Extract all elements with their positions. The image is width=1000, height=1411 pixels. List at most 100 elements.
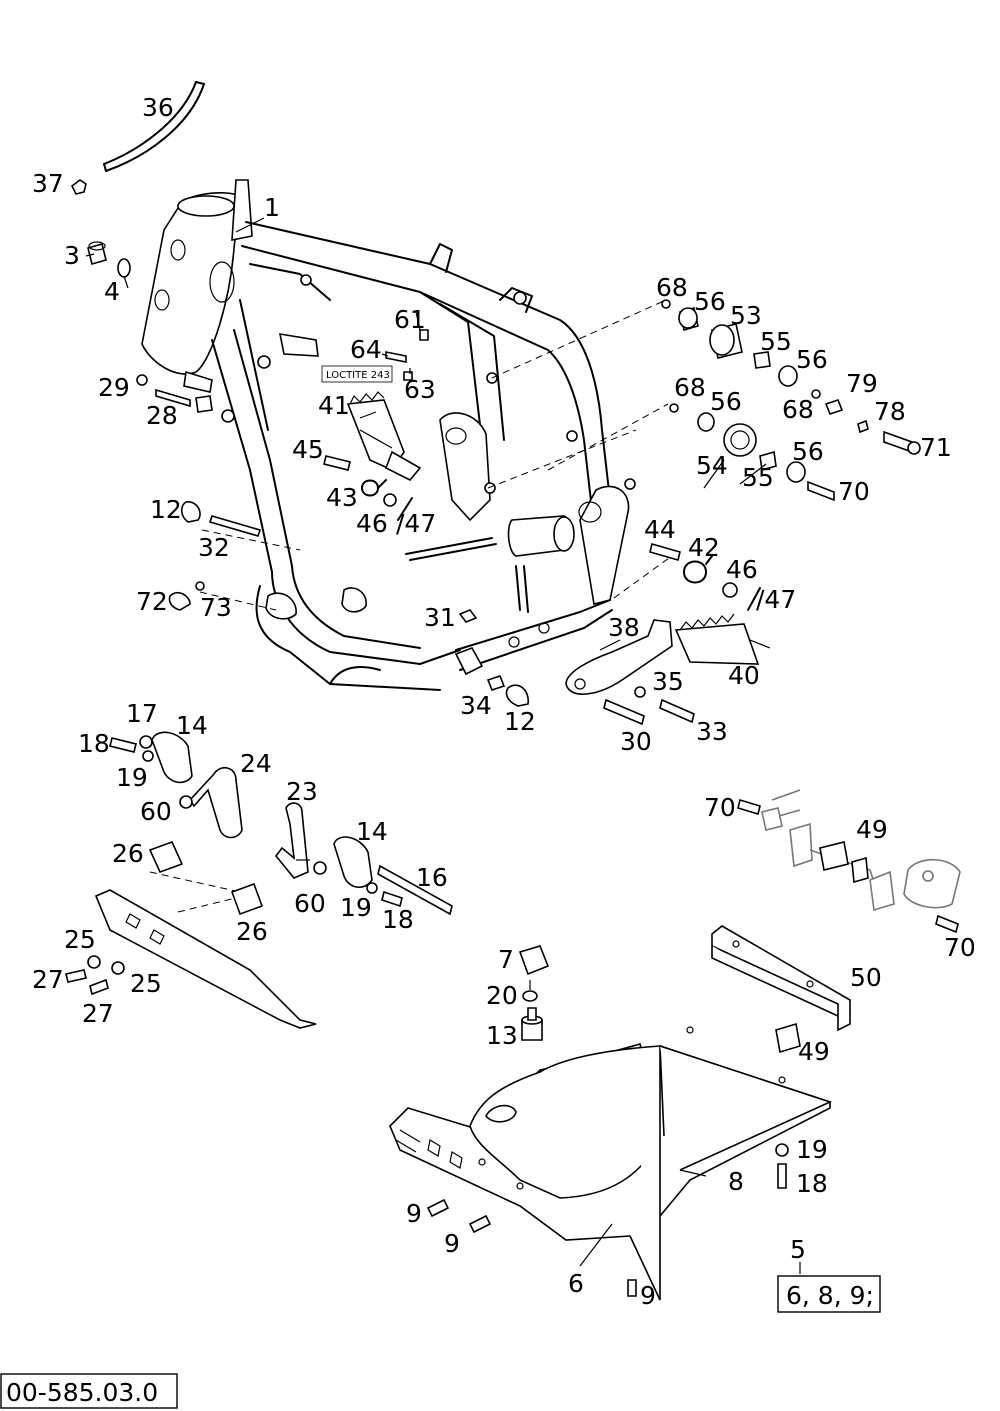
callout-31: 31 [424,603,456,632]
callout-56c: 56 [710,387,742,416]
nut-part-34 [486,675,506,691]
bearing-set-lower [669,403,835,502]
split-pin-part-47b [747,587,761,611]
callout-73: 73 [200,593,232,622]
pin-part-44 [649,543,681,561]
callout-18c: 18 [796,1169,828,1198]
callout-9a: 9 [406,1199,422,1228]
callout-27b: 27 [82,999,114,1028]
callout-30: 30 [620,727,652,756]
screw-part-27a [65,969,87,983]
callout-79: 79 [846,369,878,398]
callout-68b: 68 [674,373,706,402]
nut-part-35 [634,686,646,698]
callout-49a: 49 [856,815,888,844]
callout-70a: 70 [838,477,870,506]
callout-70b: 70 [704,793,736,822]
spring-part-42 [683,555,713,584]
callout-70c: 70 [944,933,976,962]
bolt-part-70c [935,914,959,934]
callout-55b: 55 [742,463,774,492]
callout-12b: 12 [504,707,536,736]
drawing-number: 00-585.03.0 [6,1378,158,1407]
callout-19b: 19 [340,893,372,922]
split-pin-part-47a [397,497,413,521]
callout-55a: 55 [760,327,792,356]
callout-28: 28 [146,401,178,430]
screw-part-28 [155,388,191,408]
loctite-note: LOCTITE 243 [326,370,390,381]
screw-part-64 [385,351,407,363]
callout-72: 72 [136,587,168,616]
callout-34: 34 [460,691,492,720]
bearing-set-upper [661,299,921,455]
washer-part-25b [111,961,125,975]
callout-3: 3 [64,241,80,270]
callout-71: 71 [920,433,952,462]
o-ring-part-4 [117,258,131,278]
frame-part-1 [141,179,636,691]
callout-46b: 46 [726,555,758,584]
callout-8: 8 [728,1167,744,1196]
callout-26b: 26 [236,917,268,946]
callout-49b: 49 [798,1037,830,1066]
callout-38: 38 [608,613,640,642]
washer-part-20 [522,990,538,1002]
bolt-part-18a [109,737,137,753]
callout-60a: 60 [140,797,172,826]
bolt-part-16 [377,864,453,916]
rubber-mount-part-26b [230,882,264,916]
rubber-block-part-7 [518,945,550,976]
washer-part-25a [87,955,101,969]
callout-19c: 19 [796,1135,828,1164]
callout-56d: 56 [792,437,824,466]
callout-13: 13 [486,1021,518,1050]
callout-26a: 26 [112,839,144,868]
callout-46a: 46 [356,509,388,538]
callout-19a: 19 [116,763,148,792]
footrest-part-41 [346,391,422,481]
mount-reference-greyed [761,789,961,912]
callout-20: 20 [486,981,518,1010]
bolt-part-32 [208,515,262,537]
screw-part-9b [468,1214,492,1234]
callout-33: 33 [696,717,728,746]
callout-61: 61 [394,305,426,334]
bushing-part-12b [505,684,529,707]
callout-44: 44 [644,515,676,544]
nut-part-31 [458,609,478,623]
callout-12a: 12 [150,495,182,524]
clip-part-49b [775,1022,801,1054]
bracket-part-23 [274,802,309,879]
callout-14a: 14 [176,711,208,740]
callout-18b: 18 [382,905,414,934]
washer-part-19c [775,1143,789,1157]
bracket-part-14a [151,731,193,784]
washer-part-19a [142,750,154,762]
pin-part-45 [323,455,351,471]
washer-part-46a [383,493,397,507]
bolt-part-30 [603,698,645,726]
callout-53: 53 [730,301,762,330]
callout-27a: 27 [32,965,64,994]
cap-part-72 [168,591,191,611]
bolt-part-18b [381,890,403,908]
callout-68a: 68 [656,273,688,302]
bolt-part-18c [777,1163,787,1189]
callout-63: 63 [404,375,436,404]
bushing-part-12a [180,501,201,523]
callout-1: 1 [264,193,280,222]
callout-56b: 56 [796,345,828,374]
kit-box-contents: 6, 8, 9; [786,1281,874,1310]
bracket-part-50 [711,925,851,1032]
nut-part-29 [136,374,148,386]
plate-edge-part-8 [659,1045,833,1171]
callout-16: 16 [416,863,448,892]
hose-part-36 [103,81,205,172]
callout-24: 24 [240,749,272,778]
callout-43: 43 [326,483,358,512]
kit-box-number: 5 [790,1235,806,1264]
callout-50: 50 [850,963,882,992]
screw-part-9c [627,1279,637,1297]
callout-60b: 60 [294,889,326,918]
